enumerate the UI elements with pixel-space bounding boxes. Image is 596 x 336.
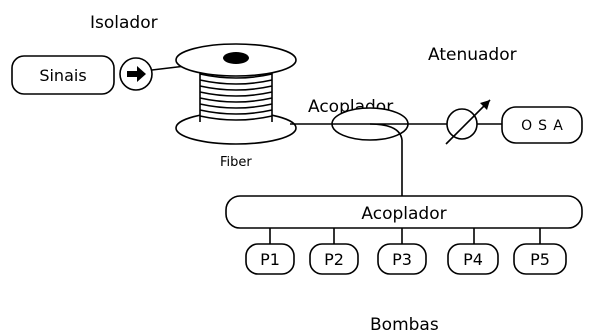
pump-p2: P2 (309, 243, 359, 275)
pump-label: P2 (324, 250, 344, 269)
sinais-box: Sinais (11, 55, 115, 95)
fiber-spool-icon (175, 43, 297, 145)
attenuator-icon (445, 99, 491, 145)
pump-p5: P5 (513, 243, 567, 275)
fiber-label: Fiber (220, 155, 252, 170)
osa-box: OSA (501, 106, 583, 144)
pump-label: P1 (260, 250, 280, 269)
osa-label: OSA (521, 118, 569, 134)
pump-p3: P3 (377, 243, 427, 275)
pump-p1: P1 (245, 243, 295, 275)
coupler-bottom-box: Acoplador (225, 195, 583, 229)
acoplador-bottom-label: Acoplador (361, 204, 446, 224)
bombas-label: Bombas (370, 315, 439, 335)
pump-label: P3 (392, 250, 412, 269)
coupler-top-icon (331, 107, 409, 196)
pump-label: P5 (530, 250, 550, 269)
pump-label: P4 (463, 250, 483, 269)
atenuador-label: Atenuador (428, 45, 517, 65)
isolador-label: Isolador (90, 13, 158, 33)
sinais-label: Sinais (39, 66, 86, 85)
pump-p4: P4 (447, 243, 499, 275)
isolator-icon (119, 57, 153, 91)
